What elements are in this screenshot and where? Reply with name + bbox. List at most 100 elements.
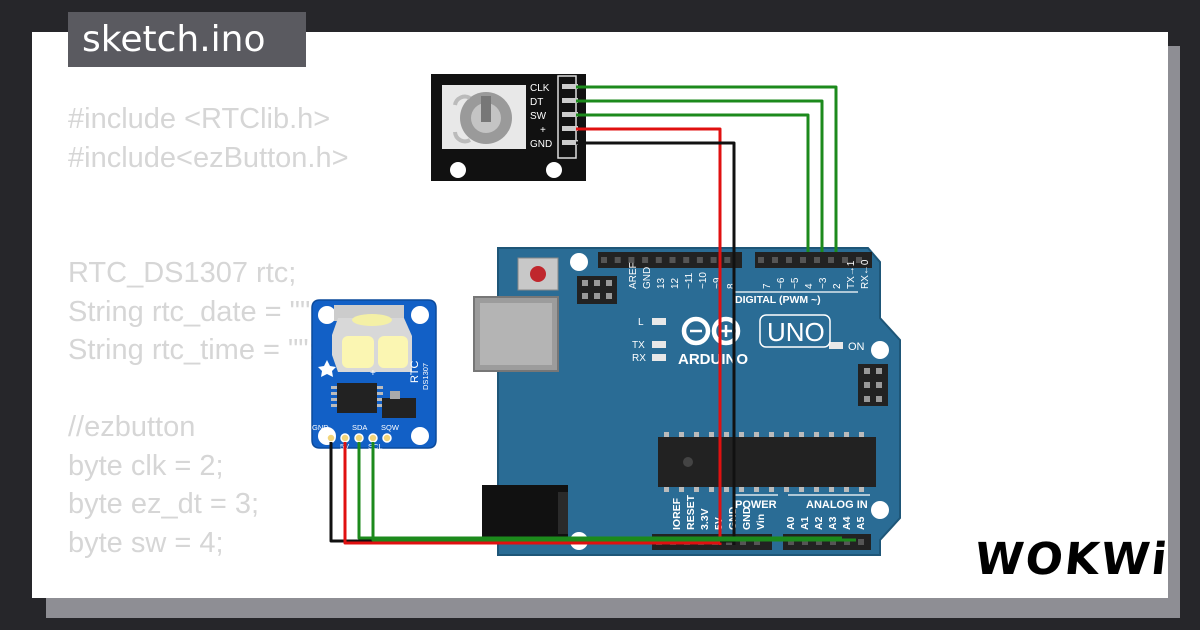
- encoder-pin[interactable]: [562, 140, 578, 145]
- led-rx: [652, 354, 666, 361]
- encoder-pin[interactable]: [562, 84, 578, 89]
- code-line: byte clk = 2;: [68, 449, 224, 482]
- on-label: ON: [848, 341, 865, 353]
- crystal: [382, 398, 416, 418]
- led-l: [652, 318, 666, 325]
- wire-rtc-5v[interactable]: [343, 442, 720, 545]
- header-hole[interactable]: [828, 257, 834, 263]
- header-hole[interactable]: [802, 539, 808, 545]
- file-tab[interactable]: sketch.ino: [68, 12, 306, 67]
- header-hole[interactable]: [724, 257, 731, 263]
- code-line: #include<ezButton.h>: [68, 141, 349, 174]
- wires: [329, 85, 856, 545]
- digital-pin-label: ~10: [698, 272, 709, 289]
- rtc-ds1307-module: + RTC DS1307 GND SDA SQW 5V SCL: [311, 299, 437, 451]
- wire-rtc-scl[interactable]: [371, 442, 856, 542]
- analog-pin-label: A5: [855, 516, 867, 530]
- analog-label: ANALOG IN: [806, 499, 868, 511]
- rtc-pin-label-scl: SCL: [368, 442, 383, 451]
- wire-sw[interactable]: [576, 113, 810, 252]
- digital-pin-label: ~6: [776, 277, 787, 289]
- atmega-chip: [658, 437, 876, 487]
- power-jack-tip: [558, 492, 568, 534]
- header-hole[interactable]: [696, 257, 703, 263]
- header-hole[interactable]: [683, 257, 690, 263]
- header-hole[interactable]: [844, 539, 850, 545]
- adafruit-flower-icon: [318, 360, 336, 377]
- encoder-pin[interactable]: [562, 98, 578, 103]
- header-hole[interactable]: [842, 257, 848, 263]
- arduino-brand: ARDUINO: [678, 351, 748, 368]
- rtc-pin-gnd[interactable]: [326, 433, 336, 443]
- code-preview: #include <RTClib.h>#include<ezButton.h>R…: [68, 100, 349, 562]
- encoder-pin-label: +: [540, 125, 546, 136]
- header-hole[interactable]: [642, 257, 649, 263]
- header-hole[interactable]: [858, 539, 864, 545]
- header-hole[interactable]: [710, 257, 717, 263]
- wire-encoder-gnd[interactable]: [576, 141, 736, 545]
- wire-encoder-5v[interactable]: [576, 127, 722, 545]
- mount-hole: [871, 501, 889, 519]
- analog-pin-label: A0: [785, 516, 797, 530]
- header-hole[interactable]: [772, 257, 778, 263]
- code-line: byte sw = 4;: [68, 526, 224, 559]
- header-hole[interactable]: [754, 539, 760, 545]
- digital-pin-label: 4: [804, 283, 815, 289]
- digital-pin-label: GND: [642, 267, 653, 289]
- rtc-pin-label-sda: SDA: [352, 423, 367, 432]
- encoder-pin[interactable]: [562, 112, 578, 117]
- header-hole[interactable]: [786, 257, 792, 263]
- power-pin-label: Vin: [755, 514, 767, 530]
- power-pin-label: RESET: [685, 494, 697, 530]
- code-line: String rtc_date = "";: [68, 295, 319, 328]
- usb-port-inner: [480, 303, 552, 365]
- reset-button-cap[interactable]: [530, 266, 546, 282]
- header-hole[interactable]: [601, 257, 607, 263]
- header-hole[interactable]: [758, 257, 764, 263]
- analog-header: [783, 534, 871, 550]
- mount-hole: [570, 253, 588, 271]
- encoder-pin[interactable]: [562, 126, 578, 131]
- header-hole[interactable]: [669, 257, 676, 263]
- digital-pin-label: AREF: [628, 262, 639, 289]
- wire-clk[interactable]: [576, 85, 838, 252]
- header-hole[interactable]: [800, 257, 806, 263]
- rtc-pin-sqw[interactable]: [382, 433, 392, 443]
- header-hole[interactable]: [655, 257, 662, 263]
- header-hole[interactable]: [788, 539, 794, 545]
- header-hole[interactable]: [628, 257, 635, 263]
- header-hole[interactable]: [614, 257, 621, 263]
- digital-pin-label: ~5: [790, 277, 801, 289]
- encoder-pin-label: SW: [530, 111, 547, 122]
- rtc-pin-label-gnd: GND: [312, 423, 329, 432]
- rotate-arrow-icon: [453, 94, 472, 106]
- header-hole[interactable]: [816, 539, 822, 545]
- encoder-pin-label: DT: [530, 97, 543, 108]
- wire-rtc-sda[interactable]: [357, 442, 842, 540]
- rtc-pin-scl[interactable]: [368, 433, 378, 443]
- header-hole[interactable]: [830, 539, 836, 545]
- rtc-pin-sda[interactable]: [354, 433, 364, 443]
- header-hole[interactable]: [740, 539, 746, 545]
- svg-text:+: +: [370, 368, 376, 379]
- rtc-pin-5v[interactable]: [340, 433, 350, 443]
- header-hole[interactable]: [856, 257, 862, 263]
- led-label-rx: RX: [632, 353, 646, 364]
- led-label-l: L: [638, 317, 644, 328]
- digital-pin-label: 7: [762, 283, 773, 289]
- code-line: byte ez_dt = 3;: [68, 488, 260, 520]
- power-pin-label: 3.3V: [699, 508, 711, 530]
- digital-pin-label: ~3: [818, 277, 829, 289]
- digital-header-right: [755, 252, 872, 268]
- encoder-pin-label: CLK: [530, 83, 550, 94]
- icsp-header-2: [858, 364, 888, 406]
- code-line: RTC_DS1307 rtc;: [68, 257, 297, 289]
- rtc-model: DS1307: [421, 363, 430, 390]
- header-hole[interactable]: [814, 257, 820, 263]
- rtc-chip: [337, 383, 377, 413]
- wire-dt[interactable]: [576, 99, 824, 252]
- code-line: String rtc_time = "";: [68, 334, 317, 366]
